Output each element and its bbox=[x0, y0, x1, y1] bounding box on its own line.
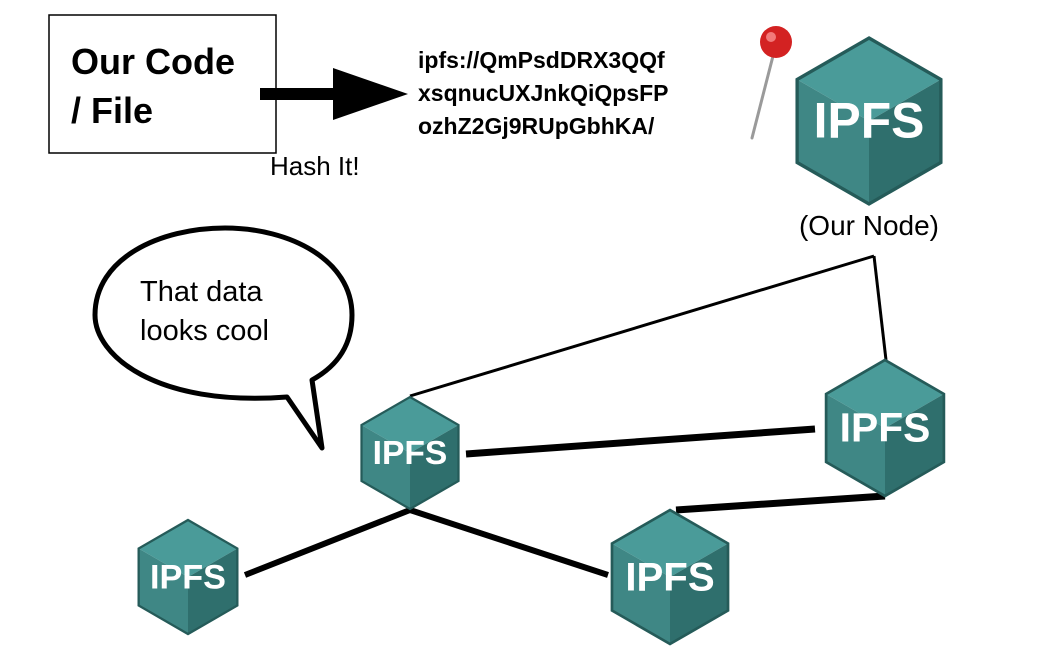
link-center-left bbox=[243, 507, 412, 578]
content-identifier: ipfs://QmPsdDRX3QQf xsqnucUXJnkQiQpsFP o… bbox=[418, 47, 669, 139]
ipfs-logo-text: IPFS bbox=[625, 554, 714, 599]
our-node-label: (Our Node) bbox=[799, 210, 939, 241]
source-file-label-line1: Our Code bbox=[71, 41, 235, 82]
hash-arrow bbox=[260, 68, 408, 120]
hash-label: Hash It! bbox=[270, 151, 360, 181]
link-center-right bbox=[465, 425, 816, 458]
ipfs-node-bottom: IPFS bbox=[610, 508, 730, 646]
ipfs-node-center: IPFS bbox=[360, 395, 460, 511]
ipfs-nodes: IPFS IPFS IPFS IPFS IPFS bbox=[137, 36, 946, 646]
cid-line: xsqnucUXJnkQiQpsFP bbox=[418, 80, 669, 106]
ipfs-logo-text: IPFS bbox=[150, 558, 226, 596]
ipfs-logo-text: IPFS bbox=[814, 93, 925, 149]
ipfs-logo-text: IPFS bbox=[840, 405, 931, 451]
source-file-label-line2: / File bbox=[71, 90, 153, 131]
ipfs-node-left: IPFS bbox=[137, 518, 239, 636]
cid-line: ozhZ2Gj9RUpGbhKA/ bbox=[418, 113, 655, 139]
speech-bubble-line: looks cool bbox=[140, 315, 269, 347]
pushpin-icon bbox=[750, 26, 792, 140]
network-links bbox=[243, 254, 888, 578]
ipfs-node-right: IPFS bbox=[824, 358, 946, 498]
link-top-ring bbox=[409, 254, 875, 398]
speech-bubble-line: That data bbox=[140, 276, 263, 308]
link-center-bottom bbox=[409, 507, 609, 578]
cid-line: ipfs://QmPsdDRX3QQf bbox=[418, 47, 665, 73]
source-file-box: Our Code / File bbox=[48, 14, 277, 154]
ipfs-logo-text: IPFS bbox=[373, 435, 448, 472]
link-top-ring bbox=[872, 255, 888, 361]
speech-bubble: That data looks cool bbox=[92, 225, 355, 451]
ipfs-node-our: IPFS bbox=[795, 36, 943, 206]
link-right-bottom bbox=[675, 492, 886, 514]
